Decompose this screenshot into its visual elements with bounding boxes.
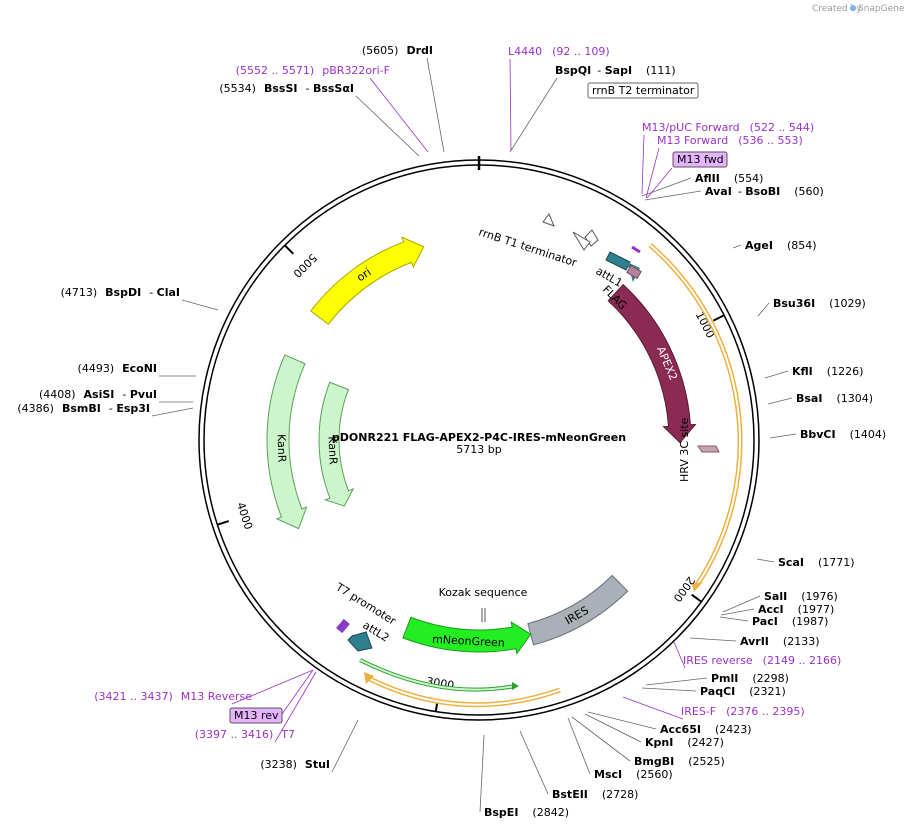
credit-prefix: Created by [812, 4, 862, 14]
enzyme-bsteii[interactable]: BstEII(2728) [552, 788, 638, 801]
tick-5000 [284, 244, 294, 255]
tick-1000 [712, 314, 725, 322]
enzyme-asisi[interactable]: (4408)AsiSI- PvuI [39, 388, 157, 401]
feature-mneongreen[interactable] [402, 616, 532, 655]
feature-label-kanr-outer: KanR [275, 434, 289, 463]
snapgene-logo-text: SnapGene [858, 4, 905, 14]
primer-pbr322ori-f[interactable]: (5552 .. 5571)pBR322ori-F [236, 64, 390, 77]
enzyme-kpni[interactable]: KpnI(2427) [645, 736, 724, 749]
primer-ires-f[interactable]: IRES-F(2376 .. 2395) [681, 705, 805, 718]
enzyme-bsssi[interactable]: (5534)BssSI- BssSαI [219, 82, 354, 95]
primer-m13-puc-forward[interactable]: M13/pUC Forward(522 .. 544) [642, 121, 814, 134]
m13-fwd-label: M13 fwd [677, 153, 724, 166]
feature-kanr-outer[interactable] [266, 354, 308, 530]
enzyme-scai[interactable]: ScaI(1771) [778, 556, 855, 569]
rrnb-t1-label: rrnB T1 terminator [477, 225, 579, 269]
hrv3c-site [697, 445, 720, 453]
feature-ori[interactable] [310, 236, 425, 326]
enzyme-stui[interactable]: (3238)StuI [260, 758, 330, 771]
enzyme-bsu36i[interactable]: Bsu36I(1029) [773, 297, 866, 310]
rrnb-t2-box [587, 82, 699, 99]
feature-apex2[interactable] [607, 283, 697, 444]
attl2-arrow [347, 631, 373, 652]
enzyme-avai[interactable]: AvaI- BsoBI(560) [705, 185, 824, 198]
snapgene-logo-icon [850, 5, 856, 11]
enzyme-bsmbi[interactable]: (4386)BsmBI- Esp3I [17, 402, 150, 415]
primer-ires-reverse[interactable]: IRES reverse(2149 .. 2166) [683, 654, 841, 667]
enzyme-bspdi[interactable]: (4713)BspDI- ClaI [61, 286, 180, 299]
enzyme-agei[interactable]: AgeI(854) [745, 239, 817, 252]
primer-m13-forward[interactable]: M13 Forward(536 .. 553) [657, 134, 803, 147]
tick-4000 [217, 520, 230, 526]
flag-tag [626, 264, 642, 280]
kozak-label: Kozak sequence [439, 586, 528, 599]
enzyme-kfli[interactable]: KflI(1226) [792, 365, 863, 378]
site-labels: AflII(554)AvaI- BsoBI(560) AgeI(854) Bsu36… [17, 44, 886, 819]
rrnb-t2-arrow [542, 213, 555, 227]
attl1-arrow [605, 251, 631, 271]
m13-site-mark [631, 245, 641, 254]
enzyme-msci[interactable]: MscI(2560) [594, 768, 673, 781]
t7-promoter-glyph [336, 618, 350, 634]
enzyme-bsai[interactable]: BsaI(1304) [796, 392, 873, 405]
plasmid-name: pDONR221 FLAG-APEX2-P4C-IRES-mNeonGreen [332, 431, 626, 444]
enzyme-paqci[interactable]: PaqCI(2321) [700, 685, 786, 698]
m13-fwd-label-box[interactable] [672, 151, 728, 168]
tick-label-4000: 4000 [234, 501, 255, 532]
enzyme-acc65i[interactable]: Acc65I(2423) [660, 723, 752, 736]
enzyme-bspqi[interactable]: BspQI- SapI(111) [555, 64, 676, 77]
enzyme-aflii[interactable]: AflII(554) [695, 172, 763, 185]
feature-label-mneongreen: mNeonGreen [432, 633, 505, 650]
hrv3c-label: HRV 3C site [678, 417, 691, 482]
m13-rev-label-box[interactable] [229, 707, 283, 724]
enzyme-bbvci[interactable]: BbvCI(1404) [800, 428, 886, 441]
enzyme-pmli[interactable]: PmlI(2298) [711, 672, 789, 685]
enzyme-acci[interactable]: AccI(1977) [758, 603, 834, 616]
tick-label-5000: 5000 [290, 251, 319, 280]
enzyme-bspei[interactable]: BspEI(2842) [484, 806, 569, 819]
enzyme-avrii[interactable]: AvrII(2133) [740, 635, 819, 648]
rrnb-t2-label: rrnB T2 terminator [592, 84, 695, 97]
primer-l4440[interactable]: L4440(92 .. 109) [508, 45, 610, 58]
primer-t7[interactable]: (3397 .. 3416)T7 [195, 728, 295, 741]
feature-label-kanr-inner: KanR [326, 436, 340, 465]
leader-lines [151, 57, 797, 813]
tick-2000 [691, 593, 702, 603]
enzyme-sali[interactable]: SalI(1976) [764, 590, 838, 603]
primer-m13-reverse[interactable]: (3421 .. 3437)M13 Reverse [94, 690, 252, 703]
feature-kanr-inner[interactable] [318, 381, 355, 507]
enzyme-drdi[interactable]: (5605)DrdI [362, 44, 433, 57]
enzyme-econi[interactable]: (4493)EcoNI [78, 362, 157, 375]
orf-right-arrowhead [692, 582, 703, 592]
m13-rev-label: M13 rev [234, 709, 279, 722]
enzyme-paci[interactable]: PacI(1987) [752, 615, 828, 628]
plasmid-size: 5713 bp [456, 443, 501, 456]
enzyme-bmgbi[interactable]: BmgBI(2525) [634, 755, 725, 768]
